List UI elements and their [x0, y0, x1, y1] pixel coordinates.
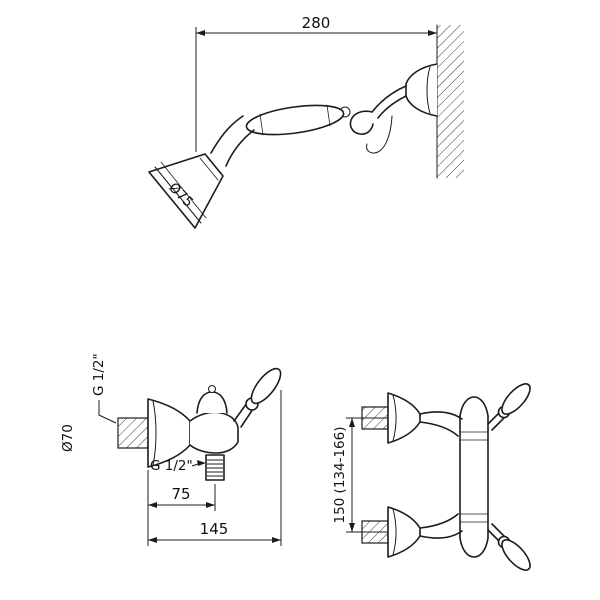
- bottom-arm-lower-edge: [419, 530, 463, 539]
- shower-hose-neck: [210, 115, 255, 167]
- dim-150-label: 150 (134-166): [332, 427, 348, 524]
- bottom-bell-rim: [392, 508, 397, 556]
- handle-ring-right: [326, 104, 331, 127]
- top-arm-lower-edge: [419, 421, 459, 437]
- shower-bracket: [349, 85, 407, 154]
- handle-body: [245, 104, 345, 136]
- dimension-150: 150 (134-166): [332, 417, 392, 533]
- wall-elbow-bell: [405, 63, 438, 117]
- bottom-bell: [387, 506, 421, 558]
- outlet-thread-callout: G 1/2": [150, 458, 206, 474]
- dimension-280: 280: [195, 14, 437, 152]
- dimension-75: 75: [147, 470, 216, 546]
- top-bell: [387, 392, 421, 444]
- handle-stem-edge-2: [240, 408, 254, 428]
- wall-section: [436, 24, 464, 179]
- handle-stem-edge-1: [233, 402, 248, 422]
- handle-grip: [250, 367, 282, 405]
- hose-edge-bottom: [225, 129, 255, 167]
- top-lever-handle: [487, 383, 531, 431]
- arrowhead-right: [428, 30, 437, 36]
- top-arm-upper-edge: [419, 411, 463, 420]
- inlet-thread-leader: [98, 400, 117, 424]
- head-face-rim-2: [160, 161, 207, 219]
- top-inlet-connector: [361, 406, 389, 430]
- column-top-dome: [459, 396, 489, 417]
- mixer-side-view: 150 (134-166): [332, 383, 531, 571]
- bottom-arm-upper-edge: [419, 513, 459, 529]
- outlet-thread-label: G 1/2": [150, 458, 193, 474]
- hose-tail: [366, 115, 393, 154]
- dim-75-label: 75: [171, 485, 190, 503]
- handle-ring-left: [259, 113, 264, 136]
- hose-edge-top: [210, 115, 244, 154]
- outlet-leader-arrowhead: [197, 460, 206, 466]
- wall-hatching: [437, 25, 464, 178]
- dim-280-label: 280: [302, 14, 331, 32]
- shower-head-outline: [148, 153, 224, 229]
- arrowhead-right: [206, 502, 215, 508]
- top-bell-rim: [392, 394, 397, 442]
- lever-handle: [233, 367, 282, 428]
- mixer-body: [189, 411, 239, 454]
- arrowhead-right: [272, 537, 281, 543]
- handle-stem-edge-2: [491, 416, 506, 431]
- body-dome: [196, 391, 228, 414]
- wall-elbow-rim: [426, 66, 431, 114]
- mixer-front-view: G 1/2" Ø70 75 145: [60, 353, 282, 546]
- bracket-hook: [349, 110, 374, 135]
- outlet-leader: [191, 463, 199, 467]
- body-arms: [419, 411, 463, 539]
- arrowhead-left: [196, 30, 205, 36]
- bottom-inlet-connector: [361, 520, 389, 544]
- bracket-arm-top: [371, 85, 407, 113]
- inlet-thread-label: G 1/2": [91, 353, 107, 396]
- handle-grip: [501, 383, 531, 415]
- bottom-lever-handle: [487, 523, 531, 571]
- dimension-145: 145: [148, 390, 282, 546]
- dome-finial: [208, 385, 216, 393]
- wall-elbow: [405, 63, 438, 117]
- flange-diameter-label: Ø70: [60, 424, 76, 452]
- column-bottom-dome: [459, 537, 489, 558]
- handle-stem-edge-2: [491, 523, 506, 538]
- inlet-connector: [117, 417, 149, 449]
- head-neck-collar: [199, 157, 219, 181]
- arrowhead-left: [148, 502, 157, 508]
- body-column: [459, 396, 489, 558]
- arrowhead-left: [148, 537, 157, 543]
- shower-head: Ø75: [148, 153, 224, 229]
- handle-grip: [501, 539, 531, 571]
- shower-handle: [245, 104, 351, 136]
- arrowhead-bottom: [349, 523, 355, 532]
- hose-outlet: [205, 454, 225, 481]
- escutcheon-rim: [152, 400, 157, 466]
- head-face-rim-1: [154, 166, 202, 224]
- dim-145-label: 145: [200, 520, 229, 538]
- bracket-arm-bottom: [377, 95, 407, 119]
- hand-shower-figure: 280 Ø75: [148, 14, 464, 229]
- arrowhead-top: [349, 418, 355, 427]
